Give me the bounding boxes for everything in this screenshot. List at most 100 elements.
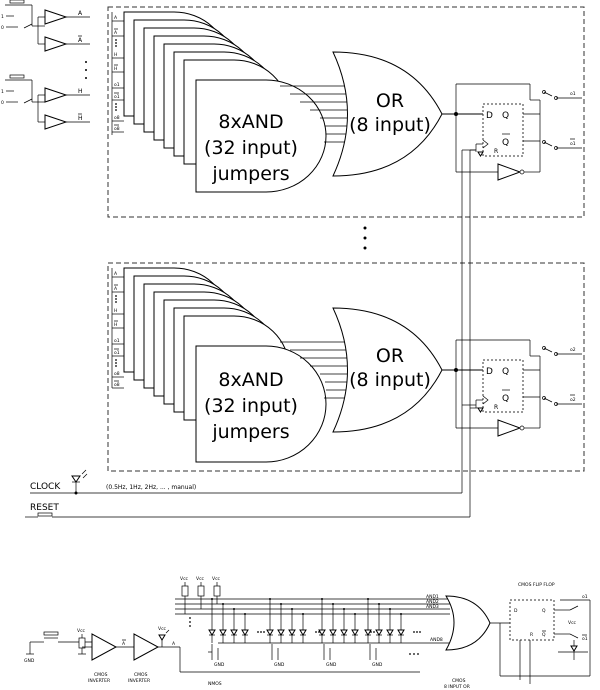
cmos-or-label-l1: CMOS — [452, 678, 466, 684]
and-bus: AND1 AND2 AND3 AND8 — [175, 594, 450, 644]
and-label-line3: jumpers — [211, 163, 289, 185]
detail-vcc-label-led: Vcc — [158, 626, 167, 632]
nmos-label: NMOS — [208, 681, 222, 687]
inverter1-label-l1: CMOS — [94, 672, 108, 678]
detail-vcc-label: Vcc — [77, 628, 86, 634]
jumper-diode-array — [208, 598, 421, 643]
pin-a: A — [114, 271, 118, 277]
reset-label: RESET — [30, 503, 59, 513]
detail-gnd-label: GND — [24, 658, 35, 664]
pin-o1-bar: o1 — [114, 350, 120, 356]
pin-a-bar: A — [114, 286, 118, 292]
nmos-gnd-2: GND — [274, 662, 285, 668]
pin-a-bar: A — [114, 30, 118, 36]
cmos-inverter-2: A Vcc CMOS INVERTER — [128, 626, 180, 684]
out-o2-bar-label: o2 — [570, 397, 576, 403]
and-label-line3: jumpers — [211, 421, 289, 443]
and-label-line2: (32 input) — [204, 137, 298, 159]
or-label-line1: OR — [376, 345, 404, 367]
pin-h-bar: H — [114, 322, 117, 328]
ff-qbar-label: Q — [502, 138, 509, 148]
detail-sig-a2: A — [172, 641, 176, 647]
clock-reset-bus — [461, 149, 478, 517]
clock-options: (0.5Hz, 1Hz, 2Hz, ... , manual) — [106, 484, 196, 491]
pin-o1: o1 — [114, 82, 120, 88]
sig-h-label: H — [78, 88, 83, 95]
input-switch-a: 1 0 A A — [1, 0, 90, 52]
inverter2-label-l1: CMOS — [134, 672, 148, 678]
pullup-resistors: Vcc Vcc Vcc — [180, 576, 221, 627]
or-label-line1: OR — [376, 90, 404, 112]
vcc-r2: Vcc — [196, 576, 205, 582]
pin-o1-bar: o1 — [114, 94, 120, 100]
nmos-transistors: GND GND GND GND NMOS — [179, 644, 420, 687]
vcc-r1: Vcc — [180, 576, 189, 582]
out-o1-bar-label: o1 — [570, 141, 576, 147]
pin-column-1: A A H H o1 o1 o8 o8 — [112, 15, 124, 133]
ff-r-label: R — [494, 404, 498, 411]
and-label-line1: 8xAND — [218, 369, 283, 391]
and-line-1: AND1 — [426, 594, 439, 600]
cmos-ff-r: R — [530, 632, 533, 638]
flip-flop-2: D Q Q R o2 o2 — [442, 339, 582, 437]
nmos-gnd-4: GND — [372, 662, 383, 668]
pin-o8-bar: o8 — [114, 126, 120, 132]
or-gate-1: OR (8 input) — [332, 51, 443, 177]
ff-d-label: D — [486, 367, 493, 377]
input-ellipsis — [85, 61, 87, 79]
and-line-2: AND2 — [426, 599, 439, 605]
block-ellipsis — [363, 226, 367, 250]
or-label-line2: (8 input) — [349, 114, 431, 136]
out-o2-label: o2 — [570, 347, 576, 353]
clock-label: CLOCK — [30, 482, 61, 492]
detail-input-switch: GND Vcc — [24, 628, 92, 664]
ff-r-label: R — [494, 148, 498, 155]
cmos-ff-qbar: Q — [542, 632, 546, 638]
or-gate-2: OR (8 input) — [332, 307, 443, 433]
and-line-3: AND3 — [426, 604, 439, 610]
pin-h: H — [114, 52, 117, 58]
ff-d-label: D — [486, 111, 493, 121]
cmos-detail-schematic: GND Vcc A CMOS INVERTER A — [24, 576, 591, 690]
logic-block-2: A A H H o1 o1 o8 o8 — [107, 262, 585, 472]
flip-flop-1: D Q Q R o1 o1 — [442, 83, 582, 181]
sig-a-bar-label: A — [78, 37, 83, 44]
cmos-ff-d: D — [514, 608, 518, 614]
reset-line: RESET — [25, 503, 470, 518]
pin-h: H — [114, 308, 117, 314]
and-line-8: AND8 — [430, 637, 443, 643]
nmos-gnd-3: GND — [326, 662, 337, 668]
clock-line: CLOCK (0.5Hz, 1Hz, 2Hz, ... , manual) — [30, 469, 462, 495]
cmos-flip-flop: CMOS FLIP FLOP D Q R Q o1 o1 Vcc — [499, 582, 591, 684]
cmos-or-label-l2: 8 INPUT OR — [444, 684, 470, 690]
cmos-out-o1: o1 — [582, 594, 588, 600]
and-to-or-wires-1 — [280, 85, 352, 143]
pin-o8-bar: o8 — [114, 382, 120, 388]
and-label-line2: (32 input) — [204, 395, 298, 417]
inverter1-label-l2: INVERTER — [88, 678, 110, 684]
cmos-vcc-led: Vcc — [568, 620, 577, 626]
ff-qbar-label: Q — [502, 394, 509, 404]
input-one-label-2: 1 — [1, 89, 4, 95]
input-zero-label: 0 — [1, 25, 4, 31]
ff-q-label: Q — [502, 111, 509, 121]
cmos-out-o1-bar: o1 — [582, 636, 588, 642]
and-label-line1: 8xAND — [218, 111, 283, 133]
cmos-ff-label: CMOS FLIP FLOP — [518, 582, 555, 588]
inverter2-label-l2: INVERTER — [128, 678, 150, 684]
input-one-label: 1 — [1, 14, 4, 20]
cmos-or-gate: CMOS 8 INPUT OR — [444, 595, 510, 690]
cmos-ff-q: Q — [542, 608, 546, 614]
or-label-line2: (8 input) — [349, 369, 431, 391]
sig-a-label: A — [78, 10, 83, 17]
and-gate-stack-1: 8xAND (32 input) jumpers — [123, 11, 327, 193]
pin-o8: o8 — [114, 371, 120, 377]
detail-sig-a: A — [122, 641, 126, 647]
pin-column-2: A A H H o1 o1 o8 o8 — [112, 271, 124, 389]
cmos-inverter-1: A CMOS INVERTER — [82, 633, 134, 684]
input-switch-h: 1 0 H H — [1, 74, 90, 130]
out-o1-label: o1 — [570, 91, 576, 97]
pin-h-bar: H — [114, 66, 117, 72]
